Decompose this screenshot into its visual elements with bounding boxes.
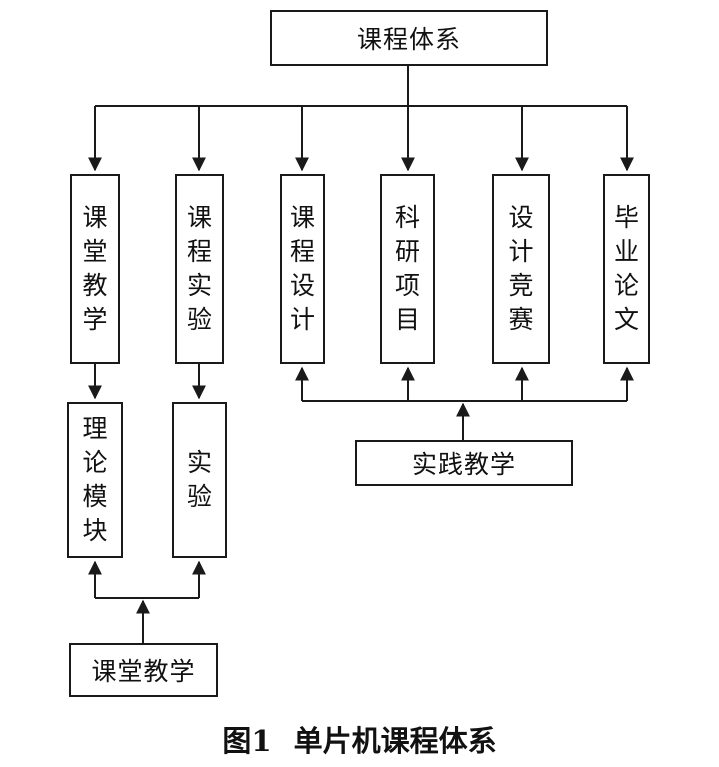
node-kecheng-shiyan-char-2: 实 [186, 271, 212, 300]
node-course-system: 课程体系 [270, 10, 548, 66]
node-kecheng-sheji-char-1: 程 [289, 237, 315, 266]
figure-caption: 图1 单片机课程体系 [0, 718, 719, 760]
node-ketang-char-1: 堂 [82, 237, 108, 266]
node-biye-char-3: 文 [613, 305, 639, 334]
node-kecheng-sheji-char-2: 设 [289, 271, 315, 300]
node-kecheng-sheji-char-3: 计 [289, 305, 315, 334]
node-practice-teaching-label: 实践教学 [411, 450, 516, 479]
node-keyan: 科研项目 [380, 174, 435, 364]
node-jingsai: 设计竞赛 [492, 174, 550, 364]
node-biye-char-2: 论 [613, 271, 639, 300]
node-course-system-label: 课程体系 [356, 25, 461, 54]
node-jingsai-char-3: 赛 [508, 305, 534, 334]
node-keyan-char-0: 科 [394, 203, 420, 232]
node-kecheng-sheji: 课程设计 [280, 174, 325, 364]
node-kecheng-shiyan: 课程实验 [175, 174, 224, 364]
node-biye: 毕业论文 [603, 174, 650, 364]
node-jingsai-char-2: 竞 [508, 271, 534, 300]
node-keyan-char-2: 项 [394, 271, 420, 300]
node-kecheng-sheji-char-0: 课 [289, 203, 315, 232]
node-kecheng-shiyan-char-0: 课 [186, 203, 212, 232]
node-lilun-char-1: 论 [82, 448, 108, 477]
figure-number: 图1 [222, 724, 272, 758]
node-shiyan: 实验 [172, 402, 227, 558]
node-lilun: 理论模块 [67, 402, 123, 558]
node-jingsai-char-0: 设 [508, 203, 534, 232]
node-biye-char-0: 毕 [613, 203, 639, 232]
node-kecheng-shiyan-char-1: 程 [186, 237, 212, 266]
node-ketang-char-3: 学 [82, 305, 108, 334]
node-lilun-char-3: 块 [82, 516, 108, 545]
node-shiyan-char-1: 验 [186, 482, 212, 511]
node-keyan-char-3: 目 [394, 305, 420, 334]
node-practice-teaching: 实践教学 [355, 440, 573, 486]
node-classroom-teaching: 课堂教学 [69, 643, 218, 697]
node-keyan-char-1: 研 [394, 237, 420, 266]
node-lilun-char-0: 理 [82, 414, 108, 443]
node-classroom-teaching-label: 课堂教学 [91, 657, 196, 686]
node-lilun-char-2: 模 [82, 482, 108, 511]
node-biye-char-1: 业 [613, 237, 639, 266]
figure-caption-text: 单片机课程体系 [293, 724, 497, 758]
node-jingsai-char-1: 计 [508, 237, 534, 266]
node-ketang-char-2: 教 [82, 271, 108, 300]
node-kecheng-shiyan-char-3: 验 [186, 305, 212, 334]
node-shiyan-char-0: 实 [186, 448, 212, 477]
node-ketang: 课堂教学 [70, 174, 120, 364]
node-ketang-char-0: 课 [82, 203, 108, 232]
